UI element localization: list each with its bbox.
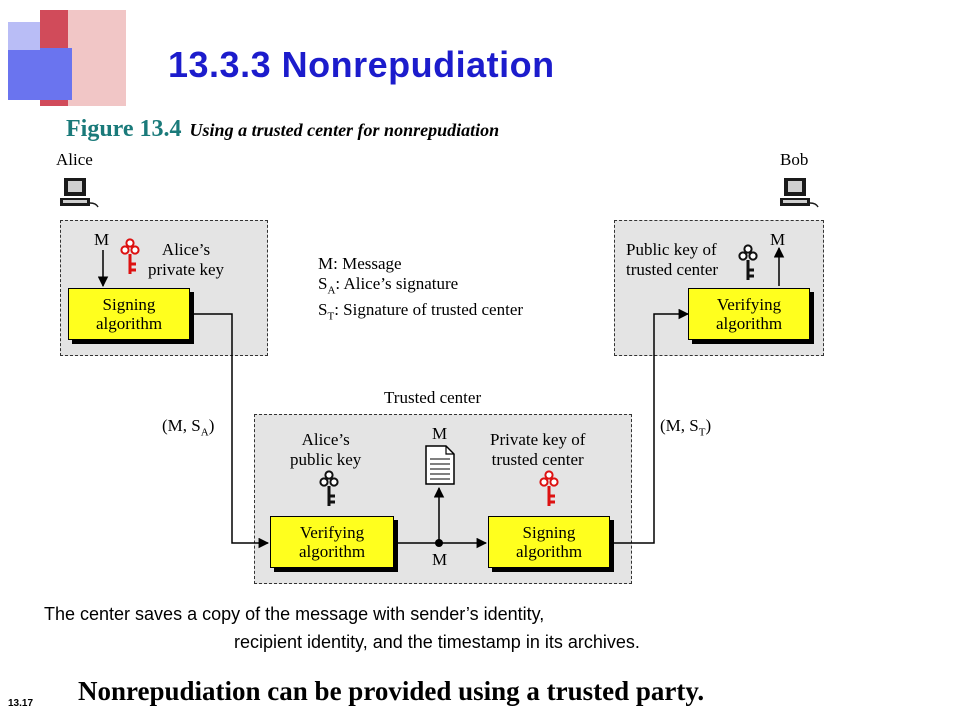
- figure-number: Figure 13.4: [66, 116, 182, 142]
- corner-square-pink: [68, 10, 126, 106]
- key-icon: [737, 243, 759, 282]
- legend-center-signature: ST: Signature of trusted center: [318, 300, 524, 323]
- bottom-statement: Nonrepudiation can be provided using a t…: [78, 676, 705, 706]
- key-icon: [119, 237, 141, 276]
- figure-caption: Figure 13.4 Using a trusted center for no…: [66, 116, 499, 143]
- note-line-2: recipient identity, and the timestamp in…: [234, 632, 640, 652]
- bob-verifying-algorithm: Verifying algorithm: [688, 288, 810, 340]
- note-line-1: The center saves a copy of the message w…: [44, 604, 545, 624]
- bob-label: Bob: [780, 150, 809, 169]
- alice-signing-algorithm: Signing algorithm: [68, 288, 190, 340]
- alice-private-key-label: Alice’s private key: [148, 240, 224, 279]
- computer-icon: [59, 177, 99, 208]
- corner-square-lightblue: [8, 22, 40, 50]
- legend-message: M: Message: [318, 254, 402, 273]
- alice-label: Alice: [56, 150, 93, 169]
- computer-icon: [779, 177, 819, 208]
- legend: M: Message SA: Alice’s signature ST: Sig…: [318, 254, 523, 327]
- figure-caption-text: Using a trusted center for nonrepudiatio…: [189, 120, 500, 140]
- center-alice-public-key-label: Alice’s public key: [290, 430, 362, 469]
- center-signing-algorithm: Signing algorithm: [488, 516, 610, 568]
- center-verifying-algorithm: Verifying algorithm: [270, 516, 394, 568]
- slide-number: 13.17: [8, 698, 34, 709]
- link-label-alice-to-center: (M, SA): [162, 416, 215, 439]
- bob-public-key-label: Public key of trusted center: [626, 240, 719, 279]
- legend-alice-signature: SA: Alice’s signature: [318, 274, 459, 297]
- trusted-center-title: Trusted center: [384, 388, 482, 407]
- alice-message-label: M: [94, 230, 110, 249]
- center-document-label: M: [432, 424, 448, 443]
- center-private-key-label: Private key of trusted center: [490, 430, 586, 469]
- link-label-center-to-bob: (M, ST): [660, 416, 712, 439]
- document-icon: [425, 445, 455, 485]
- bob-message-label: M: [770, 230, 786, 249]
- corner-square-blue: [8, 48, 72, 100]
- slide-title: 13.3.3 Nonrepudiation: [168, 44, 555, 85]
- center-junction-label: M: [432, 550, 448, 569]
- key-icon: [318, 469, 340, 508]
- key-icon: [538, 469, 560, 508]
